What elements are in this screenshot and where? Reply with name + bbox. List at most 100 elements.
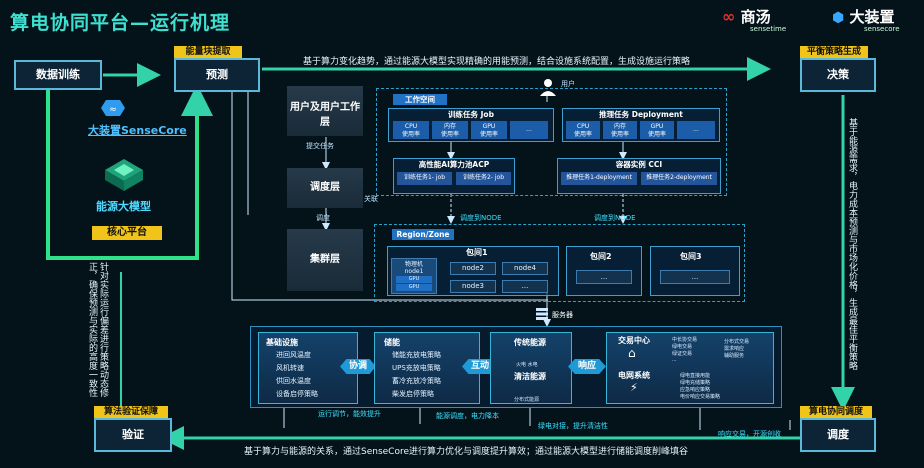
grid-title: 电网系统 bbox=[618, 371, 650, 380]
energy-chip-icon bbox=[104, 158, 144, 192]
node3-box[interactable]: node3 bbox=[450, 280, 496, 293]
top-note: 基于算力变化趋势，通过能源大模型实现精确的用能预测，结合设施系统配置，生成设施运… bbox=[303, 57, 691, 67]
clean-energy-title: 清洁能源 bbox=[514, 372, 546, 381]
verify-tag: 算法验证保障 bbox=[94, 406, 168, 418]
infra-item-4: 设备启停策略 bbox=[276, 390, 318, 398]
infra-item-3: 供回水温度 bbox=[276, 377, 311, 385]
op-label-4: 响应交易，开源创收 bbox=[718, 430, 781, 438]
node1-label: 物理机 node1 bbox=[404, 261, 424, 275]
trade-col1-3: 绿证交易 bbox=[672, 351, 693, 357]
sensecore-label: 大装置SenseCore bbox=[88, 124, 187, 137]
pack2-more[interactable]: ... bbox=[576, 270, 632, 284]
trade-title: 交易中心 bbox=[618, 336, 650, 345]
op-label-1: 运行调节，能效提升 bbox=[318, 410, 381, 418]
grid-tower-icon: ⚡ bbox=[630, 381, 638, 394]
cci-item-2: 推理任务2-deployment bbox=[641, 172, 717, 185]
workspace-label: 工作空间 bbox=[393, 94, 447, 105]
node-more-box[interactable]: ... bbox=[502, 280, 548, 293]
acp-title: 高性能AI算力池ACP bbox=[418, 160, 490, 169]
storage-item-3: 蓄冷充放冷策略 bbox=[392, 377, 441, 385]
decision-box[interactable]: 决策 bbox=[800, 58, 876, 92]
left-vertical-note: 针对实际运行偏差进行策略动态修正，确保预测与实际的高度一致性 bbox=[87, 262, 108, 397]
user-layer[interactable]: 用户及用户工作层 bbox=[287, 86, 363, 136]
associate-label: 关联 bbox=[364, 195, 378, 203]
region-label: Region/Zone bbox=[392, 229, 454, 240]
schedule-layer[interactable]: 调度层 bbox=[287, 168, 363, 208]
interact-arrow: 互动 bbox=[462, 359, 498, 374]
coord-arrow: 协调 bbox=[340, 359, 376, 374]
sensecore-logo: ⬢ 大装置 sensecore bbox=[832, 8, 900, 33]
storage-title: 储能 bbox=[384, 338, 400, 347]
train-mem-cell: 内存 使用率 bbox=[432, 121, 468, 139]
respond-arrow: 响应 bbox=[568, 359, 606, 374]
infra-item-2: 风机转速 bbox=[276, 364, 304, 372]
node2-box[interactable]: node2 bbox=[450, 262, 496, 275]
train-job-title: 训练任务 Job bbox=[448, 110, 494, 119]
trade-col1-2: 绿电交易 bbox=[672, 344, 693, 350]
train-more-cell: ... bbox=[510, 121, 548, 139]
cci-item-1: 推理任务1-deployment bbox=[561, 172, 637, 185]
infra-title: 基础设施 bbox=[266, 338, 298, 347]
sensecore-logo-icon: ⬢ bbox=[832, 10, 845, 26]
dispatch-box[interactable]: 调度 bbox=[800, 418, 876, 452]
node1-gpu-1: GPU bbox=[396, 276, 432, 283]
pack2-title: 包间2 bbox=[590, 252, 612, 261]
trade-col2-1: 分布式交易 bbox=[724, 339, 750, 345]
page-title: 算电协同平台—运行机理 bbox=[10, 12, 231, 34]
node1-gpu-2: GPU bbox=[396, 284, 432, 291]
user-icon bbox=[538, 77, 558, 97]
trade-col1-4: ... bbox=[672, 357, 677, 363]
bottom-note: 基于算力与能源的关系，通过SenseCore进行算力优化与调度提升算效；通过能源… bbox=[244, 447, 689, 457]
infer-cpu-cell: CPU 使用率 bbox=[566, 121, 600, 139]
server-icon bbox=[535, 306, 549, 320]
trad-energy-title: 传统能源 bbox=[514, 338, 546, 347]
cluster-layer[interactable]: 集群层 bbox=[287, 229, 363, 291]
predict-tag: 能量块提取 bbox=[174, 46, 242, 58]
energy-model-label: 能源大模型 bbox=[96, 200, 151, 213]
node4-box[interactable]: node4 bbox=[502, 262, 548, 275]
storage-item-1: 储能充放电策略 bbox=[392, 351, 441, 359]
decision-tag: 平衡策略生成 bbox=[800, 46, 868, 58]
region-area bbox=[374, 224, 745, 302]
grid-item-1: 绿电直接用能 bbox=[680, 373, 711, 379]
pack3-more[interactable]: ... bbox=[660, 270, 730, 284]
infer-gpu-cell: GPU 使用率 bbox=[640, 121, 674, 139]
energy-source-box[interactable] bbox=[490, 332, 572, 404]
trade-col2-3: 辅助服务 bbox=[724, 353, 745, 359]
server-label: 服务器 bbox=[552, 311, 573, 319]
op-label-3: 绿电对接，提升清洁性 bbox=[538, 422, 608, 430]
sensecore-icon: ≈ bbox=[100, 98, 126, 118]
to-node-label-2: 调度到NODE bbox=[594, 214, 636, 222]
train-gpu-cell: GPU 使用率 bbox=[471, 121, 507, 139]
acp-item-2: 训练任务2- job bbox=[456, 172, 511, 185]
right-vertical-note: 基于能源需求，电力成本预测与市场化价格，生成最佳平衡策略 bbox=[847, 118, 857, 370]
grid-item-3: 应急响应策略 bbox=[680, 387, 711, 393]
infer-mem-cell: 内存 使用率 bbox=[603, 121, 637, 139]
trade-col1-1: 中长协交易 bbox=[672, 337, 698, 343]
grid-item-2: 绿电充储策略 bbox=[680, 380, 711, 386]
acp-item-1: 训练任务1- job bbox=[397, 172, 452, 185]
predict-box[interactable]: 预测 bbox=[174, 58, 260, 92]
op-label-2: 能源调度，电力降本 bbox=[436, 412, 499, 420]
node1-box[interactable]: 物理机 node1 GPU GPU bbox=[391, 258, 437, 294]
pack3-title: 包间3 bbox=[680, 252, 702, 261]
dispatch-tag: 算电协同调度 bbox=[800, 406, 872, 418]
verify-box[interactable]: 验证 bbox=[94, 418, 172, 452]
cci-title: 容器实例 CCI bbox=[615, 160, 663, 169]
trade-col2-2: 需求响应 bbox=[724, 346, 745, 352]
infer-more-cell: ... bbox=[677, 121, 715, 139]
pack1-title: 包间1 bbox=[466, 248, 488, 257]
trade-box[interactable] bbox=[606, 332, 774, 404]
storage-item-2: UPS充放电策略 bbox=[392, 364, 441, 372]
sensetime-logo-icon: ∞ bbox=[722, 7, 736, 26]
to-node-label-1: 调度到NODE bbox=[460, 214, 502, 222]
train-cpu-cell: CPU 使用率 bbox=[393, 121, 429, 139]
clean-energy-items: 分布式能源 bbox=[514, 397, 540, 403]
storage-item-4: 柴发启停策略 bbox=[392, 390, 434, 398]
dispatch-label: 调度 bbox=[316, 214, 330, 222]
data-training-box[interactable]: 数据训练 bbox=[14, 60, 102, 90]
sensetime-logo: ∞ 商汤 sensetime bbox=[722, 7, 787, 33]
submit-label: 提交任务 bbox=[306, 142, 334, 150]
user-label: 用户 bbox=[561, 80, 575, 88]
storage-box[interactable] bbox=[374, 332, 480, 404]
